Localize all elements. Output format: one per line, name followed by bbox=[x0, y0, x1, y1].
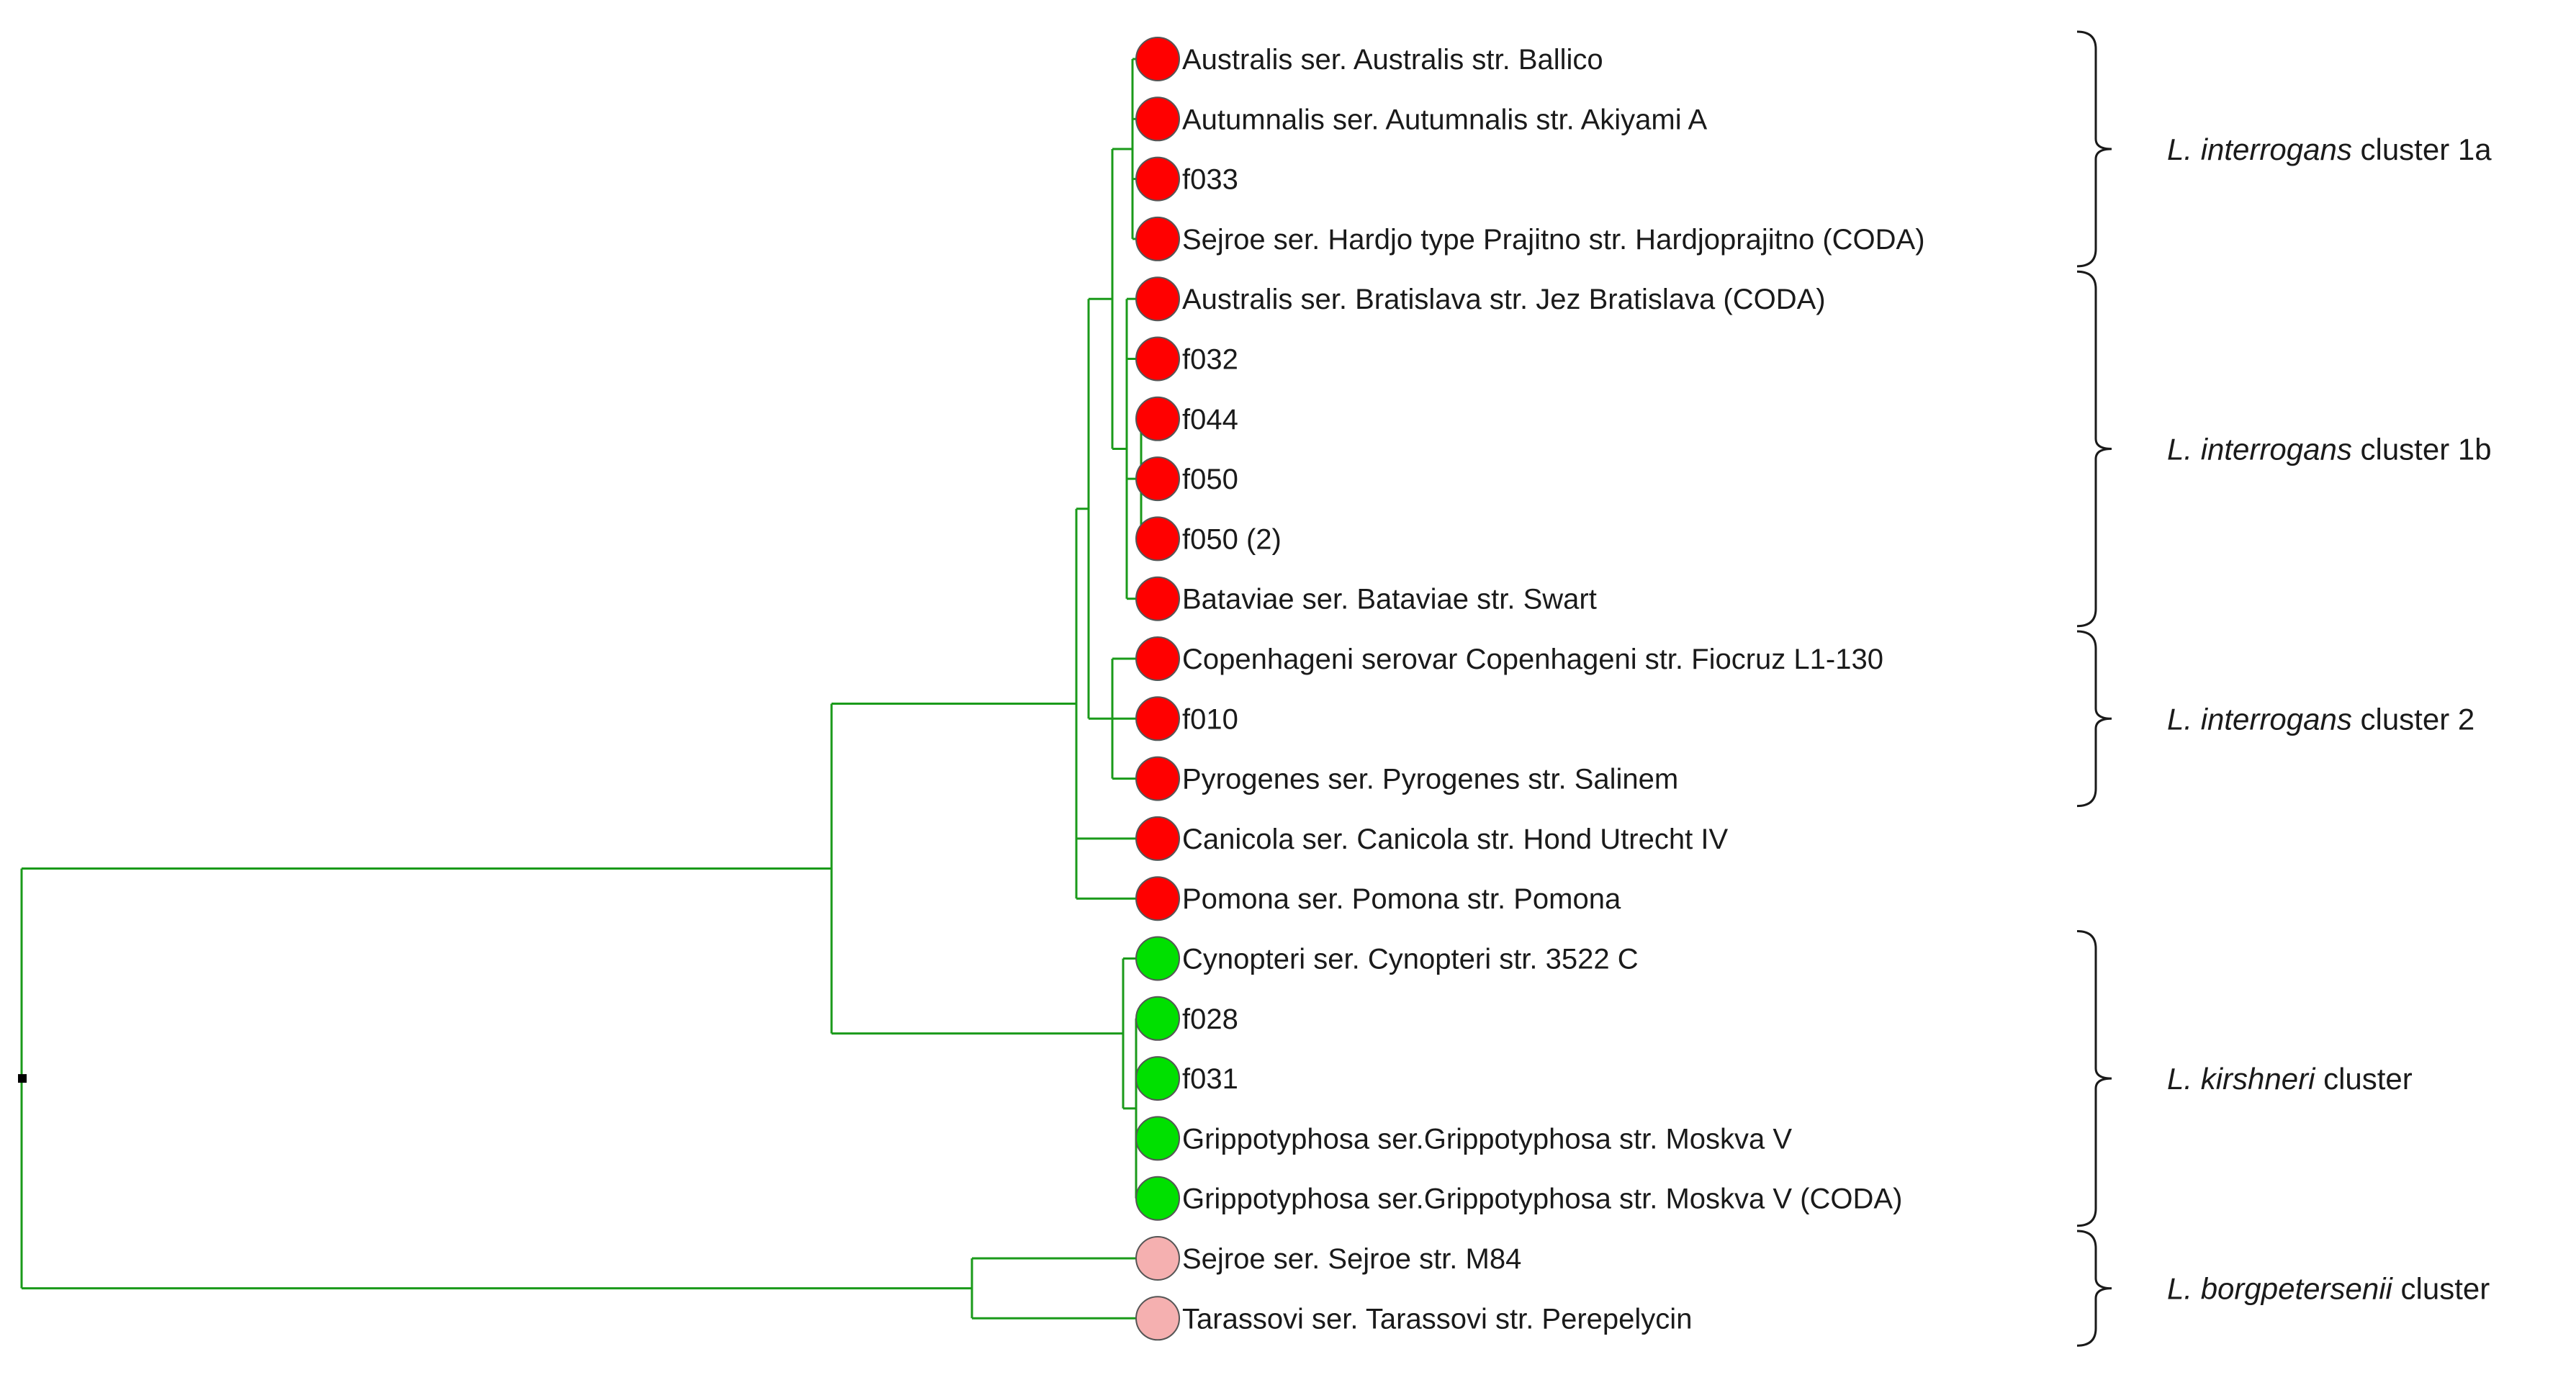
cluster-label: L. interrogans cluster 1b bbox=[2167, 432, 2492, 466]
leaf-node-interrogans bbox=[1135, 276, 1180, 322]
cluster-label: L. interrogans cluster 1a bbox=[2167, 132, 2492, 166]
cluster-bracket bbox=[2076, 270, 2112, 628]
cluster-label: L. borgpetersenii cluster bbox=[2167, 1272, 2490, 1306]
leaf-node-interrogans bbox=[1135, 96, 1180, 142]
leaf-label: Australis ser. Australis str. Ballico bbox=[1182, 44, 1603, 76]
leaf-label: f028 bbox=[1182, 1004, 1238, 1035]
leaf-label: f044 bbox=[1182, 404, 1238, 436]
leaf-label: Autumnalis ser. Autumnalis str. Akiyami … bbox=[1182, 104, 1708, 135]
leaf-node-interrogans bbox=[1135, 876, 1180, 921]
leaf-node-interrogans bbox=[1135, 816, 1180, 861]
cluster-brackets bbox=[2076, 30, 2112, 1347]
leaf-node-interrogans bbox=[1135, 336, 1180, 382]
cluster-species-name: L. borgpetersenii bbox=[2167, 1272, 2394, 1306]
cluster-suffix: cluster bbox=[2392, 1272, 2490, 1306]
leaf-node-interrogans bbox=[1135, 37, 1180, 81]
leaf-label: f050 (2) bbox=[1182, 523, 1282, 555]
leaf-nodes bbox=[1135, 37, 1180, 1341]
leaf-node-kirshneri bbox=[1135, 996, 1180, 1041]
cluster-species-name: L. kirshneri bbox=[2167, 1062, 2316, 1096]
leaf-node-interrogans bbox=[1135, 756, 1180, 801]
leaf-label: Grippotyphosa ser.Grippotyphosa str. Mos… bbox=[1182, 1123, 1792, 1155]
leaf-label: Tarassovi ser. Tarassovi str. Perepelyci… bbox=[1182, 1303, 1692, 1335]
leaf-label: Pyrogenes ser. Pyrogenes str. Salinem bbox=[1182, 764, 1678, 795]
cluster-suffix: cluster 2 bbox=[2352, 702, 2474, 736]
leaf-label: f032 bbox=[1182, 344, 1238, 376]
leaf-node-interrogans bbox=[1135, 636, 1180, 681]
leaf-node-interrogans bbox=[1135, 576, 1180, 621]
cluster-suffix: cluster 1a bbox=[2352, 132, 2492, 166]
leaf-label: f033 bbox=[1182, 164, 1238, 196]
leaf-labels: Australis ser. Australis str. BallicoAut… bbox=[1182, 44, 1925, 1335]
leaf-label: f010 bbox=[1182, 703, 1238, 735]
leaf-label: Canicola ser. Canicola str. Hond Utrecht… bbox=[1182, 824, 1728, 855]
cluster-bracket bbox=[2076, 1230, 2112, 1347]
leaf-label: Sejroe ser. Sejroe str. M84 bbox=[1182, 1243, 1521, 1275]
cluster-bracket bbox=[2076, 30, 2112, 268]
cluster-species-name: L. interrogans bbox=[2167, 432, 2352, 466]
cluster-species-name: L. interrogans bbox=[2167, 702, 2352, 736]
leaf-label: f031 bbox=[1182, 1063, 1238, 1095]
leaf-node-interrogans bbox=[1135, 156, 1180, 202]
leaf-label: Grippotyphosa ser.Grippotyphosa str. Mos… bbox=[1182, 1183, 1902, 1215]
leaf-node-interrogans bbox=[1135, 456, 1180, 502]
leaf-node-interrogans bbox=[1135, 216, 1180, 261]
leaf-label: Sejroe ser. Hardjo type Prajitno str. Ha… bbox=[1182, 224, 1925, 256]
leaf-node-kirshneri bbox=[1135, 936, 1180, 981]
leaf-label: Copenhageni serovar Copenhageni str. Fio… bbox=[1182, 644, 1883, 675]
leaf-node-borgpetersenii bbox=[1135, 1296, 1180, 1341]
tree-branches bbox=[18, 58, 1143, 1320]
leaf-node-kirshneri bbox=[1135, 1176, 1180, 1221]
leaf-node-interrogans bbox=[1135, 696, 1180, 741]
cluster-label: L. kirshneri cluster bbox=[2167, 1062, 2413, 1096]
leaf-label: Cynopteri ser. Cynopteri str. 3522 C bbox=[1182, 944, 1639, 975]
leaf-label: Australis ser. Bratislava str. Jez Brati… bbox=[1182, 284, 1826, 315]
cluster-suffix: cluster 1b bbox=[2352, 432, 2492, 466]
cluster-bracket bbox=[2076, 930, 2112, 1227]
leaf-node-borgpetersenii bbox=[1135, 1236, 1180, 1281]
leaf-label: f050 bbox=[1182, 464, 1238, 495]
cluster-bracket bbox=[2076, 630, 2112, 808]
cluster-labels: L. interrogans cluster 1aL. interrogans … bbox=[2167, 132, 2492, 1306]
cluster-label: L. interrogans cluster 2 bbox=[2167, 702, 2474, 736]
leaf-node-interrogans bbox=[1135, 396, 1180, 441]
cluster-species-name: L. interrogans bbox=[2167, 132, 2352, 166]
cluster-suffix: cluster bbox=[2315, 1062, 2412, 1096]
root-node-marker bbox=[18, 1074, 27, 1083]
leaf-node-kirshneri bbox=[1135, 1056, 1180, 1101]
leaf-node-interrogans bbox=[1135, 516, 1180, 562]
leaf-node-kirshneri bbox=[1135, 1116, 1180, 1161]
leaf-label: Bataviae ser. Bataviae str. Swart bbox=[1182, 584, 1597, 615]
leaf-label: Pomona ser. Pomona str. Pomona bbox=[1182, 883, 1621, 915]
